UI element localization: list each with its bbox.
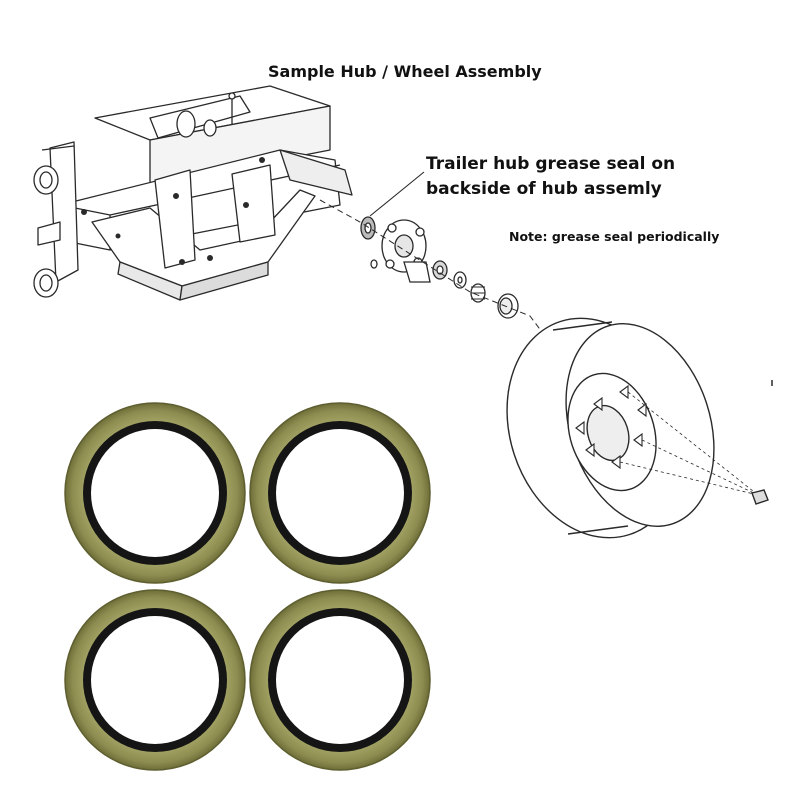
wheel-drawing	[506, 317, 773, 539]
grease-seal-icon	[64, 589, 246, 771]
hub-exploded-parts	[319, 171, 546, 393]
grease-seal-icon	[249, 589, 431, 771]
grease-seal-icon	[64, 402, 246, 584]
axle-frame-drawing	[33, 85, 353, 301]
callout-line-2: backside of hub assemly	[426, 179, 662, 199]
maintenance-note: Note: grease seal periodically	[509, 229, 720, 244]
callout-line-1: Trailer hub grease seal on	[426, 154, 676, 174]
diagram-title: Sample Hub / Wheel Assembly	[268, 62, 542, 81]
grease-seal-set	[64, 402, 431, 771]
grease-seal-icon	[249, 402, 431, 584]
